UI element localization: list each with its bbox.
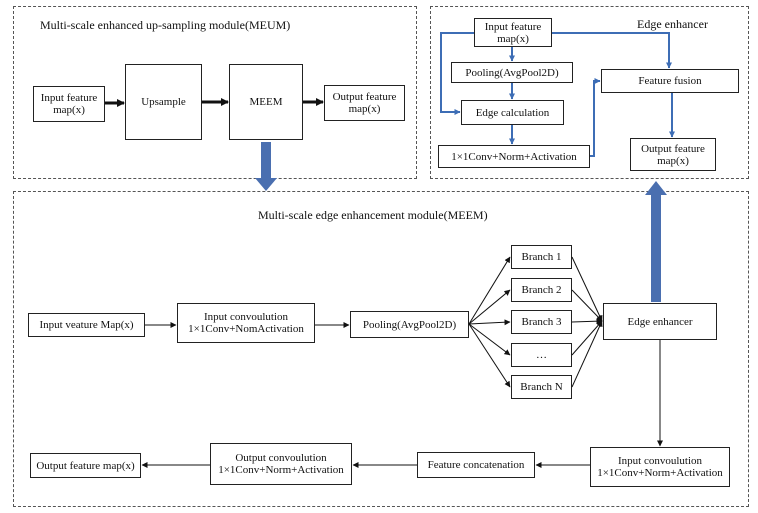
- edge-calc-box: Edge calculation: [461, 100, 564, 125]
- meem-input-box: Input veature Map(x): [28, 313, 145, 337]
- edge-enhancer-title: Edge enhancer: [637, 17, 708, 31]
- meem-concat-box: Feature concatenation: [417, 452, 535, 478]
- meem-pooling-label: Pooling(AvgPool2D): [362, 318, 457, 331]
- meum-meem-label: MEEM: [249, 96, 283, 108]
- meum-input-line1: Input feature: [40, 92, 98, 104]
- blue-arrow-up: [645, 181, 667, 302]
- branch-1-label: Branch 1: [521, 251, 562, 263]
- edge-calc-label: Edge calculation: [475, 106, 550, 119]
- meum-panel: [13, 6, 417, 179]
- meum-meem-box: MEEM: [229, 64, 303, 140]
- meum-title: Multi-scale enhanced up-sampling module(…: [40, 18, 291, 32]
- meem-arrow-branch4-edge: [571, 320, 603, 356]
- edge-input-box: Input feature map(x): [474, 18, 552, 47]
- meem-arrow-pooling-branchn: [468, 323, 511, 388]
- branch-3-box: Branch 3: [511, 310, 572, 334]
- meem-arrow-pooling-branch3: [468, 319, 511, 326]
- branch-ellipsis-label: …: [536, 349, 547, 361]
- edge-output-line1: Output feature: [641, 142, 705, 155]
- meem-output-label: Output feature map(x): [36, 459, 135, 472]
- meem-arrow-branch2-edge: [571, 289, 603, 322]
- meum-upsample-box: Upsample: [125, 64, 202, 140]
- branch-ellipsis-box: …: [511, 343, 572, 367]
- meem-outconv-box: Output convoulution 1×1Conv+Norm+Activat…: [210, 443, 352, 485]
- meem-conv2-line1: Input convoulution: [617, 455, 703, 467]
- edge-enhancer-panel: [430, 6, 749, 179]
- edge-conv-box: 1×1Conv+Norm+Activation: [438, 145, 590, 168]
- meum-input-box: Input feature map(x): [33, 86, 105, 122]
- meem-outconv-line2: 1×1Conv+Norm+Activation: [218, 464, 344, 476]
- edge-output-box: Output feature map(x): [630, 138, 716, 171]
- edge-conv-label: 1×1Conv+Norm+Activation: [451, 150, 577, 163]
- branch-n-label: Branch N: [520, 381, 563, 393]
- meem-pooling-box: Pooling(AvgPool2D): [350, 311, 469, 338]
- meem-arrow-pooling-branch2: [468, 289, 511, 325]
- branch-1-box: Branch 1: [511, 245, 572, 269]
- meem-conv2-box: Input convoulution 1×1Conv+Norm+Activati…: [590, 447, 730, 487]
- branch-3-label: Branch 3: [521, 316, 562, 328]
- meem-arrow-branchn-edge: [571, 320, 603, 388]
- edge-arrow-input-calc-bypass: [440, 32, 474, 115]
- branch-2-box: Branch 2: [511, 278, 572, 302]
- meem-arrow-pooling-branch1: [468, 256, 511, 325]
- meem-conv1-box: Input convoulution 1×1Conv+NomActivation: [177, 303, 315, 343]
- meum-output-line1: Output feature: [332, 91, 397, 103]
- meem-conv2-line2: 1×1Conv+Norm+Activation: [597, 467, 723, 479]
- meem-output-box: Output feature map(x): [30, 453, 141, 478]
- meem-arrow-branch1-edge: [571, 256, 603, 322]
- meum-upsample-label: Upsample: [141, 96, 186, 108]
- edge-arrow-input-fusion: [552, 32, 672, 69]
- meum-input-line2: map(x): [53, 104, 85, 116]
- meem-edge-enhancer-box: Edge enhancer: [603, 303, 717, 340]
- edge-pooling-box: Pooling(AvgPool2D): [451, 62, 573, 83]
- branch-2-label: Branch 2: [521, 284, 562, 296]
- branch-n-box: Branch N: [511, 375, 572, 399]
- edge-pooling-label: Pooling(AvgPool2D): [465, 66, 559, 79]
- meem-conv1-line1: Input convoulution: [203, 311, 289, 323]
- meem-conv1-line2: 1×1Conv+NomActivation: [188, 323, 304, 335]
- blue-arrow-down: [255, 142, 277, 191]
- meem-panel: [13, 191, 749, 507]
- meem-arrow-branch3-edge: [571, 318, 603, 325]
- meem-edge-enhancer-label: Edge enhancer: [627, 315, 693, 328]
- meem-arrow-pooling-branch4: [468, 323, 511, 356]
- meum-output-box: Output feature map(x): [324, 85, 405, 121]
- edge-fusion-box: Feature fusion: [601, 69, 739, 93]
- meem-outconv-line1: Output convoulution: [235, 452, 327, 464]
- meem-title: Multi-scale edge enhancement module(MEEM…: [258, 208, 488, 222]
- edge-output-line2: map(x): [657, 154, 689, 167]
- edge-arrow-conv-fusion: [590, 78, 601, 157]
- meem-concat-label: Feature concatenation: [427, 459, 525, 471]
- meem-input-label: Input veature Map(x): [39, 319, 134, 331]
- meum-output-line2: map(x): [348, 103, 381, 115]
- edge-input-line1: Input feature: [484, 20, 542, 33]
- edge-input-line2: map(x): [497, 32, 529, 45]
- edge-fusion-label: Feature fusion: [638, 75, 702, 87]
